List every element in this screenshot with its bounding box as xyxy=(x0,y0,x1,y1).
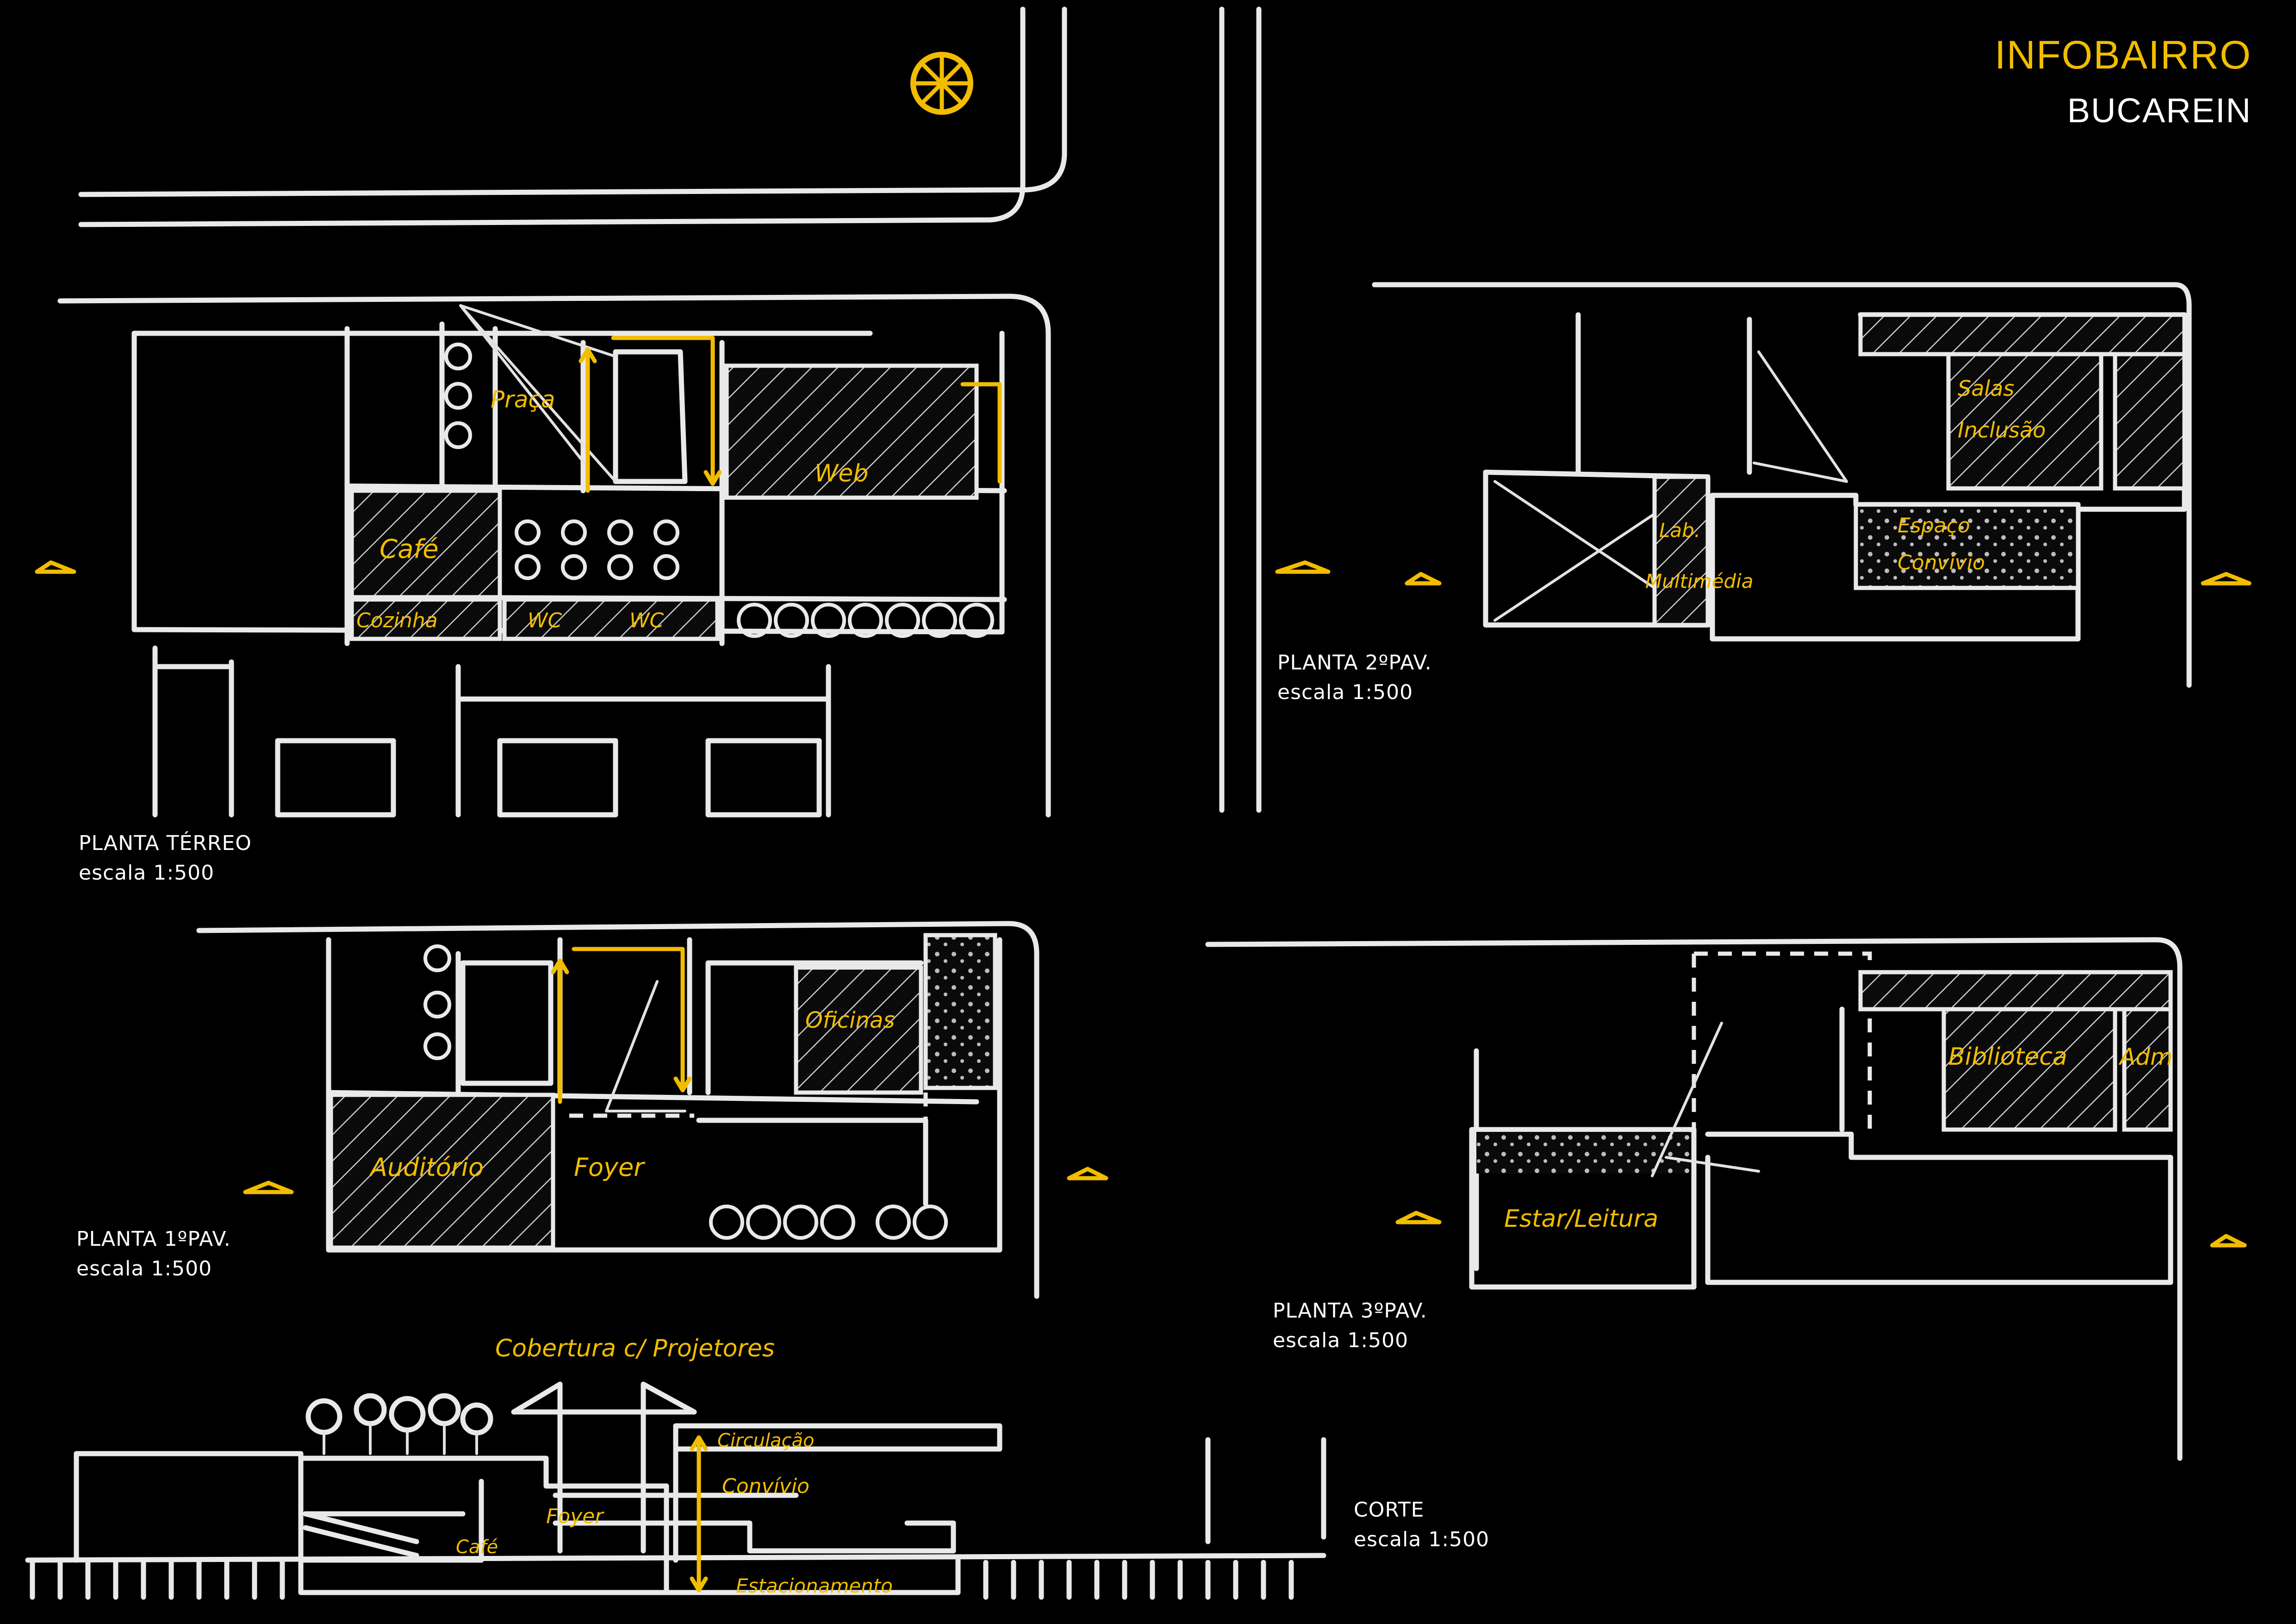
label-cobertura: Cobertura c/ Projetores xyxy=(495,1335,775,1362)
ground-marker-icon xyxy=(35,560,76,574)
label-wc-2: WC xyxy=(629,609,664,632)
label-auditorio: Auditório xyxy=(369,1153,484,1182)
caption-corte: CORTE escala 1:500 xyxy=(1354,1495,1489,1555)
caption-3pav-scale: escala 1:500 xyxy=(1273,1329,1409,1352)
planter-strip xyxy=(923,933,997,1090)
section-trees xyxy=(305,1393,493,1455)
label-web: Web xyxy=(815,460,868,487)
adm-area xyxy=(2122,1007,2173,1132)
label-salas-2: Inclusão xyxy=(1958,418,2046,443)
espaco-convivio-area xyxy=(1854,502,2080,590)
caption-corte-scale: escala 1:500 xyxy=(1354,1528,1490,1551)
label-espaco-1: Espaço xyxy=(1898,514,1970,537)
caption-3pav: PLANTA 3ºPAV. escala 1:500 xyxy=(1273,1296,1427,1355)
upper-strip xyxy=(1858,312,2187,356)
label-salas-1: Salas xyxy=(1958,376,2014,401)
lab-multimedia-area xyxy=(1652,475,1710,627)
label-wc-1: WC xyxy=(528,609,562,632)
caption-1pav-title: PLANTA 1ºPAV. xyxy=(76,1227,231,1251)
plan-terreo: Praça Café Web Cozinha WC WC xyxy=(35,304,1007,818)
label-oficinas: Oficinas xyxy=(805,1007,895,1033)
plan-1pav: Auditório Foyer Oficinas xyxy=(196,921,1108,1299)
upper-strip-3pav xyxy=(1858,970,2173,1012)
auditorio-area xyxy=(329,1093,555,1250)
oficinas-area xyxy=(794,965,923,1095)
caption-terreo: PLANTA TÉRREO escala 1:500 xyxy=(79,829,252,888)
caption-1pav: PLANTA 1ºPAV. escala 1:500 xyxy=(76,1224,231,1284)
planters-1pav xyxy=(423,944,948,1240)
north-arrow xyxy=(910,52,973,115)
caption-2pav-scale: escala 1:500 xyxy=(1277,681,1413,704)
brand-subtitle: BUCAREIN xyxy=(2067,91,2252,130)
cafe-area xyxy=(349,488,502,600)
label-espaco-2: Convívio xyxy=(1898,551,1985,575)
label-foyer: Foyer xyxy=(574,1153,645,1182)
plan-3pav: Biblioteca Adm Estar/Leitura xyxy=(1205,937,2247,1461)
cozinha-area xyxy=(349,597,502,641)
wc-area xyxy=(502,597,720,641)
label-adm: Adm xyxy=(2118,1043,2173,1070)
label-cafe-corte: Café xyxy=(456,1537,498,1558)
caption-terreo-scale: escala 1:500 xyxy=(79,861,215,885)
caption-2pav-title: PLANTA 2ºPAV. xyxy=(1277,651,1432,675)
label-estar: Estar/Leitura xyxy=(1504,1205,1658,1233)
sala-east xyxy=(2113,352,2187,491)
label-foyer-corte: Foyer xyxy=(546,1505,604,1528)
plan-2pav: Salas Inclusão Lab. Multimédia Espaço Co… xyxy=(1275,282,2252,688)
label-cafe: Café xyxy=(380,534,439,564)
label-convivio: Convívio xyxy=(722,1474,809,1498)
label-lab-1: Lab. xyxy=(1659,519,1700,542)
section-corte: Cobertura c/ Projetores Circulação Conví… xyxy=(25,1335,1326,1600)
brand-title: INFOBAIRRO xyxy=(1994,33,2252,77)
salas-inclusao-area xyxy=(1946,352,2103,491)
caption-corte-title: CORTE xyxy=(1354,1498,1425,1522)
caption-3pav-title: PLANTA 3ºPAV. xyxy=(1273,1299,1427,1323)
label-lab-2: Multimédia xyxy=(1645,570,1753,593)
street-terreo xyxy=(57,6,1262,818)
dining-tables xyxy=(515,519,679,580)
planters xyxy=(444,343,994,638)
label-biblioteca: Biblioteca xyxy=(1948,1043,2067,1071)
web-area xyxy=(724,363,979,500)
biblioteca-area xyxy=(1941,1007,2117,1132)
garden-strip xyxy=(1476,1132,1689,1174)
caption-1pav-scale: escala 1:500 xyxy=(76,1257,212,1280)
label-estacionamento: Estacionamento xyxy=(736,1574,893,1597)
label-circulacao: Circulação xyxy=(717,1430,814,1451)
caption-2pav: PLANTA 2ºPAV. escala 1:500 xyxy=(1277,648,1432,707)
label-praca: Praça xyxy=(491,386,555,413)
label-cozinha: Cozinha xyxy=(356,609,438,632)
caption-terreo-title: PLANTA TÉRREO xyxy=(79,831,252,855)
